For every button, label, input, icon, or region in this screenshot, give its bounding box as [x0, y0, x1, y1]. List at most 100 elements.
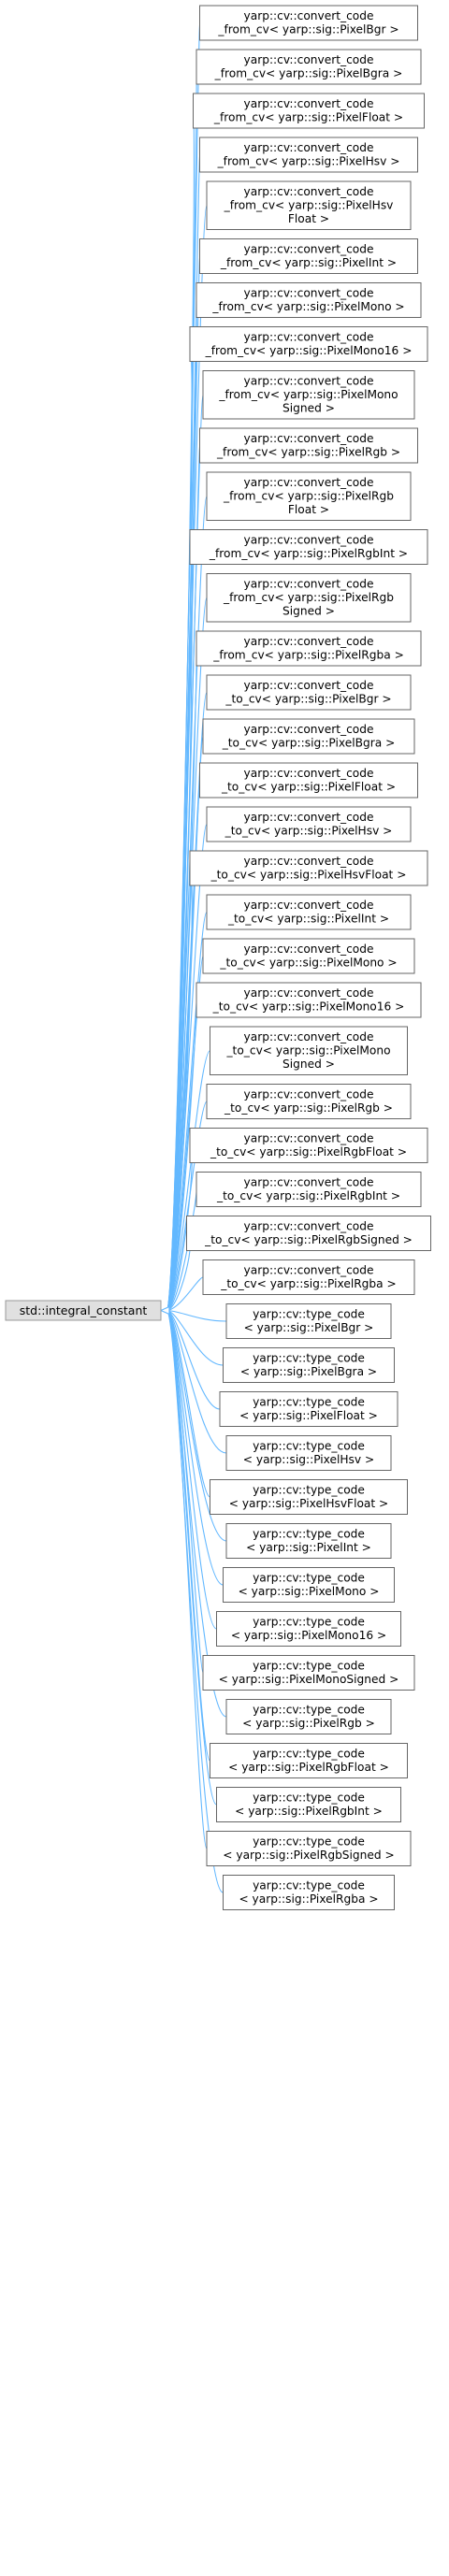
inheritance-edge — [166, 1309, 211, 1498]
child-node[interactable]: yarp::cv::convert_code_from_cv< yarp::si… — [199, 427, 418, 464]
arrowhead-icon — [159, 1305, 170, 1316]
child-node-label-line: yarp::cv::type_code — [253, 1792, 365, 1805]
child-node[interactable]: yarp::cv::type_code< yarp::sig::PixelBgr… — [225, 1303, 392, 1339]
child-node[interactable]: yarp::cv::type_code< yarp::sig::PixelMon… — [202, 1655, 415, 1691]
child-node-label-line: yarp::cv::convert_code — [244, 986, 374, 1000]
child-node-box — [225, 1699, 392, 1734]
child-node-box — [216, 1611, 401, 1647]
child-node-label-line: _to_cv< yarp::sig::PixelMono > — [219, 957, 397, 970]
child-node[interactable]: yarp::cv::type_code< yarp::sig::PixelInt… — [225, 1523, 392, 1559]
child-node-label-line: yarp::cv::type_code — [253, 1879, 365, 1892]
child-node-label-line: yarp::cv::type_code — [253, 1396, 365, 1409]
child-node-label-line: _to_cv< yarp::sig::PixelRgbSigned > — [204, 1233, 413, 1246]
child-node[interactable]: yarp::cv::type_code< yarp::sig::PixelHsv… — [225, 1435, 392, 1471]
inheritance-edge — [166, 1309, 227, 1322]
child-node-label-line: _to_cv< yarp::sig::PixelMono — [225, 1044, 390, 1058]
child-node-label-line: _from_cv< yarp::sig::PixelHsv — [224, 199, 394, 212]
child-node[interactable]: yarp::cv::convert_code_from_cv< yarp::si… — [189, 326, 428, 362]
child-node[interactable]: yarp::cv::convert_code_from_cv< yarp::si… — [206, 471, 412, 521]
child-node[interactable]: yarp::cv::type_code< yarp::sig::PixelRgb… — [210, 1743, 408, 1778]
child-node-label-line: yarp::cv::convert_code — [244, 635, 374, 648]
child-node-box — [216, 1787, 401, 1822]
child-node-label-line: yarp::cv::type_code — [253, 1352, 365, 1365]
child-nodes-layer: yarp::cv::convert_code_from_cv< yarp::si… — [186, 5, 431, 1910]
child-node-label-line: < yarp::sig::PixelHsv > — [243, 1453, 374, 1466]
child-node-label-line: yarp::cv::convert_code — [244, 1264, 374, 1277]
child-node-label-line: yarp::cv::type_code — [253, 1440, 365, 1453]
child-node[interactable]: yarp::cv::convert_code_from_cv< yarp::si… — [196, 282, 422, 318]
child-node-label-line: < yarp::sig::PixelRgb > — [242, 1717, 375, 1730]
child-node[interactable]: yarp::cv::convert_code_from_cv< yarp::si… — [199, 5, 418, 41]
child-node-box — [206, 894, 412, 930]
child-node[interactable]: yarp::cv::convert_code_from_cv< yarp::si… — [189, 529, 428, 565]
child-node[interactable]: yarp::cv::convert_code_from_cv< yarp::si… — [206, 573, 412, 623]
child-node-box — [206, 1831, 412, 1866]
child-node-label-line: yarp::cv::convert_code — [244, 243, 374, 256]
child-node[interactable]: yarp::cv::convert_code_to_cv< yarp::sig:… — [196, 982, 422, 1018]
root-node-box — [5, 1300, 162, 1321]
child-node[interactable]: yarp::cv::convert_code_from_cv< yarp::si… — [199, 238, 418, 274]
child-node-box — [206, 806, 412, 842]
child-node[interactable]: yarp::cv::convert_code_to_cv< yarp::sig:… — [202, 938, 415, 974]
child-node[interactable]: yarp::cv::convert_code_to_cv< yarp::sig:… — [206, 674, 412, 711]
child-node-label-line: _to_cv< yarp::sig::PixelBgr > — [224, 693, 391, 706]
child-node[interactable]: yarp::cv::type_code< yarp::sig::PixelMon… — [216, 1611, 401, 1647]
child-node-label-line: yarp::cv::convert_code — [244, 679, 374, 692]
child-node[interactable]: yarp::cv::convert_code_to_cv< yarp::sig:… — [196, 1172, 422, 1207]
child-node-label-line: yarp::cv::convert_code — [244, 1088, 374, 1101]
child-node[interactable]: yarp::cv::type_code< yarp::sig::PixelBgr… — [223, 1347, 395, 1383]
child-node[interactable]: yarp::cv::convert_code_to_cv< yarp::sig:… — [206, 806, 412, 842]
child-node-box — [189, 850, 428, 886]
child-node-box — [223, 1875, 395, 1910]
child-node-box — [199, 427, 418, 464]
child-node[interactable]: yarp::cv::type_code< yarp::sig::PixelRgb… — [206, 1831, 412, 1866]
child-node-box — [199, 5, 418, 41]
child-node[interactable]: yarp::cv::convert_code_to_cv< yarp::sig:… — [206, 894, 412, 930]
child-node-label-line: _from_cv< yarp::sig::PixelRgba > — [212, 649, 404, 662]
child-node[interactable]: yarp::cv::convert_code_from_cv< yarp::si… — [199, 137, 418, 173]
child-node-label-line: yarp::cv::convert_code — [244, 1132, 374, 1145]
child-node[interactable]: yarp::cv::convert_code_to_cv< yarp::sig:… — [186, 1216, 431, 1251]
child-node-box — [196, 630, 422, 667]
inheritance-edge — [166, 1276, 204, 1312]
child-node-label-line: < yarp::sig::PixelRgba > — [239, 1892, 378, 1906]
child-node-label-line: Float > — [288, 212, 329, 225]
child-node[interactable]: yarp::cv::type_code< yarp::sig::PixelRgb… — [225, 1699, 392, 1734]
child-node-box — [223, 1567, 395, 1603]
child-node-box — [189, 1128, 428, 1163]
child-node-box — [196, 49, 422, 85]
inheritance-edge — [166, 1309, 224, 1893]
child-node-label-line: _to_cv< yarp::sig::PixelRgb > — [224, 1101, 393, 1115]
child-node-label-line: _to_cv< yarp::sig::PixelRgbFloat > — [210, 1145, 407, 1158]
child-node[interactable]: yarp::cv::convert_code_to_cv< yarp::sig:… — [189, 850, 428, 886]
child-node-label-line: yarp::cv::convert_code — [244, 185, 374, 198]
child-node[interactable]: yarp::cv::type_code< yarp::sig::PixelMon… — [223, 1567, 395, 1603]
child-node-box — [193, 93, 425, 129]
child-node[interactable]: yarp::cv::convert_code_from_cv< yarp::si… — [202, 370, 415, 420]
child-node-label-line: yarp::cv::convert_code — [244, 855, 374, 868]
child-node[interactable]: yarp::cv::convert_code_from_cv< yarp::si… — [193, 93, 425, 129]
child-node-box — [199, 762, 418, 799]
inheritance-edge — [166, 1309, 224, 1366]
child-node-label-line: _from_cv< yarp::sig::PixelRgb > — [216, 446, 400, 459]
child-node-label-line: _to_cv< yarp::sig::PixelBgra > — [222, 737, 396, 750]
child-node[interactable]: yarp::cv::type_code< yarp::sig::PixelRgb… — [223, 1875, 395, 1910]
child-node[interactable]: yarp::cv::convert_code_to_cv< yarp::sig:… — [202, 1259, 415, 1295]
child-node[interactable]: yarp::cv::convert_code_to_cv< yarp::sig:… — [202, 718, 415, 755]
child-node[interactable]: yarp::cv::convert_code_to_cv< yarp::sig:… — [206, 1084, 412, 1119]
child-node[interactable]: yarp::cv::convert_code_to_cv< yarp::sig:… — [199, 762, 418, 799]
child-node-label-line: < yarp::sig::PixelMono16 > — [231, 1629, 386, 1642]
child-node[interactable]: yarp::cv::type_code< yarp::sig::PixelFlo… — [219, 1391, 398, 1427]
child-node[interactable]: yarp::cv::convert_code_from_cv< yarp::si… — [196, 49, 422, 85]
child-node[interactable]: yarp::cv::convert_code_from_cv< yarp::si… — [196, 630, 422, 667]
child-node-box — [189, 529, 428, 565]
root-node[interactable]: std::integral_constant — [5, 1300, 162, 1321]
child-node[interactable]: yarp::cv::type_code< yarp::sig::PixelRgb… — [216, 1787, 401, 1822]
child-node[interactable]: yarp::cv::convert_code_to_cv< yarp::sig:… — [210, 1026, 408, 1075]
child-node-label-line: < yarp::sig::PixelFloat > — [239, 1409, 378, 1422]
child-node-box — [202, 1655, 415, 1691]
child-node[interactable]: yarp::cv::convert_code_from_cv< yarp::si… — [206, 180, 412, 230]
child-node[interactable]: yarp::cv::convert_code_to_cv< yarp::sig:… — [189, 1128, 428, 1163]
child-node[interactable]: yarp::cv::type_code< yarp::sig::PixelHsv… — [210, 1479, 408, 1515]
